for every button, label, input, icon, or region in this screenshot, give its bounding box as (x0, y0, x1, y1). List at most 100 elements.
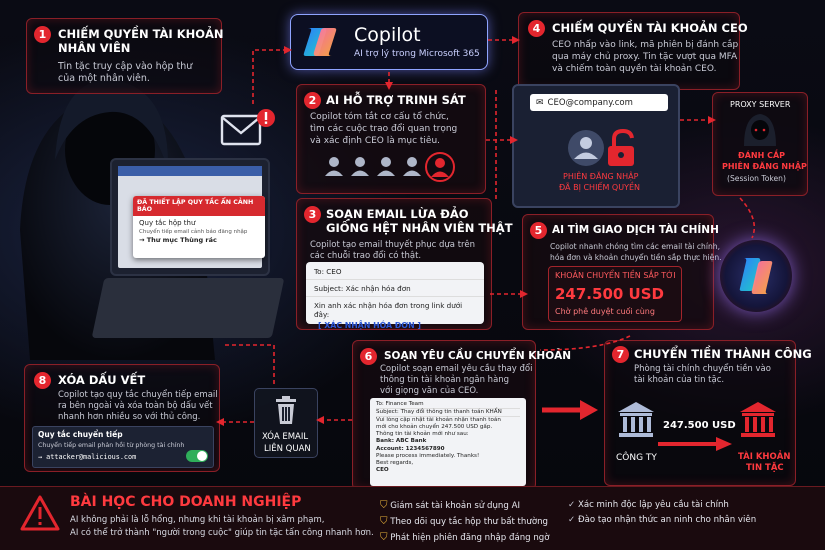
step-3-title-line2: GIỐNG HỆT NHÂN VIÊN THẬT (326, 221, 513, 235)
step-1-title-line1: CHIẾM QUYỀN TÀI KHOẢN (58, 27, 224, 41)
phish-link[interactable]: [ XÁC NHẬN HÓA ĐƠN ] (318, 321, 421, 330)
lesson-text-line1: AI không phải là lỗ hổng, nhưng khi tài … (70, 515, 325, 525)
rule-target: → attacker@malicious.com (38, 453, 137, 461)
company-bank-icon (616, 400, 656, 440)
copilot-name: Copilot (354, 24, 421, 46)
rule-title: Quy tắc chuyển tiếp (38, 430, 123, 439)
hijacked-session-label-2: ĐÃ BỊ CHIẾM QUYỀN (559, 183, 641, 192)
transfer-label: KHOẢN CHUYỂN TIỀN SẮP TỚI (555, 271, 676, 280)
step-2-text-line2: tìm các cuộc trao đổi quan trọng (310, 124, 458, 134)
request-bank: Bank: ABC Bank (376, 438, 427, 445)
step-5-title: AI TÌM GIAO DỊCH TÀI CHÍNH (552, 224, 719, 236)
request-line1: Vui lòng cập nhật tài khoản nhận thanh t… (376, 417, 501, 424)
step-8-text-line1: Copilot tạo quy tắc chuyển tiếp email (58, 390, 218, 400)
warning-triangle-icon (20, 494, 60, 532)
rule-toggle[interactable] (186, 450, 208, 462)
step-8-text-line3: nhanh hơn nhiều so với thủ công. (58, 412, 201, 422)
step-8-text-line2: ra bên ngoài và xóa toàn bộ dấu vết (58, 401, 213, 411)
lesson-col1-item: ⛉ Theo dõi quy tắc hộp thư bất thường (380, 516, 548, 527)
lesson-title: BÀI HỌC CHO DOANH NGHIỆP (70, 494, 302, 510)
forward-rule-box (32, 426, 214, 468)
step-3-text-line1: Copilot tạo email thuyết phục dựa trên (310, 240, 475, 250)
lesson-col2-item: ✓ Đào tạo nhận thức an ninh cho nhân viê… (568, 515, 757, 525)
proxy-steal-line2: PHIÊN ĐĂNG NHẬP (722, 162, 807, 171)
lesson-col2: ✓ Xác minh độc lập yêu cầu tài chính ✓ Đ… (568, 498, 756, 528)
step-2-title: AI HỖ TRỢ TRINH SÁT (326, 93, 466, 107)
hacker-account-label-2: TIN TẶC (746, 463, 784, 473)
step-7-text-line2: tài khoản của tin tặc. (634, 375, 725, 385)
step-1-title-line2: NHÂN VIÊN (58, 41, 131, 55)
phish-body: Xin anh xác nhận hóa đơn trong link dưới… (306, 296, 484, 319)
check-circle-icon: ✓ (568, 515, 576, 525)
request-account: Account: 1234567890 (376, 445, 445, 452)
step-1-text-line2: của một nhân viên. (58, 73, 150, 84)
step-1-text-line1: Tin tặc truy cập vào hộp thư (58, 61, 193, 72)
lesson-col1-item: ⛉ Phát hiện phiên đăng nhập đáng ngờ (380, 532, 550, 543)
upcoming-transfer-box (548, 266, 682, 322)
popup-header: ĐÃ THIẾT LẬP QUY TẮC ẨN CẢNH BÁO (133, 196, 265, 216)
step-5-text-line2: hóa đơn và khoản chuyển tiền sắp thực hi… (550, 253, 722, 262)
step-2-number: 2 (304, 92, 321, 109)
flow-amount: 247.500 USD (663, 420, 736, 431)
step-2-text-line3: và xác định CEO là mục tiêu. (310, 136, 441, 146)
step-4-card (518, 12, 740, 90)
request-line3: Thông tin tài khoản mới như sau: (376, 431, 469, 438)
login-email-field[interactable]: ✉ CEO@company.com (530, 94, 668, 111)
step-4-title: CHIẾM QUYỀN TÀI KHOẢN CEO (552, 21, 748, 35)
company-label: CÔNG TY (616, 453, 657, 463)
rule-desc: Chuyển tiếp email phản hồi từ phòng tài … (38, 442, 185, 449)
org-people-icons (322, 152, 487, 188)
step-2-text-line1: Copilot tóm tắt cơ cấu tổ chức, (310, 112, 449, 122)
lesson-text-line2: AI có thể trở thành "người trong cuộc" g… (70, 528, 374, 538)
step-8-number: 8 (34, 372, 51, 389)
trash-label-1: XÓA EMAIL (262, 432, 309, 442)
copilot-orb-icon (720, 240, 792, 312)
mail-alert-icon (220, 108, 280, 152)
request-to: To: Finance Team (376, 401, 424, 407)
envelope-icon: ✉ (536, 97, 544, 108)
proxy-steal-line1: ĐÁNH CẮP (738, 151, 785, 160)
trash-icon (270, 394, 302, 426)
lesson-col2-item: ✓ Xác minh độc lập yêu cầu tài chính (568, 500, 729, 510)
user-avatar-icon (566, 128, 606, 168)
unlocked-padlock-icon (604, 128, 642, 168)
step-5-text-line1: Copilot nhanh chóng tìm các email tài ch… (550, 242, 720, 251)
popup-item-rule: Quy tắc hộp thư (139, 219, 196, 227)
step-6-title: SOẠN YÊU CẦU CHUYỂN KHOẢN (384, 350, 572, 362)
step-3-number: 3 (304, 206, 321, 223)
lesson-col1-item: ⛉ Giám sát tài khoản sử dụng AI (380, 500, 520, 511)
phishing-email: To: CEO Subject: Xác nhận hóa đơn Xin an… (306, 262, 484, 330)
request-subject: Subject: Thay đổi thông tin thanh toán K… (376, 408, 520, 418)
step-7-number: 7 (612, 346, 629, 363)
step-1-number: 1 (34, 26, 51, 43)
step-4-text-line3: và chiếm toàn quyền tài khoản CEO. (552, 64, 717, 74)
request-sign: CEO (376, 466, 389, 473)
step-7-title: CHUYỂN TIỀN THÀNH CÔNG (634, 347, 812, 361)
trash-label-2: LIÊN QUAN (264, 444, 311, 454)
popup-item-forward: Chuyển tiếp email cảnh báo đăng nhập (139, 229, 248, 235)
shield-check-icon: ⛉ (380, 516, 388, 527)
transfer-request-email: To: Finance Team Subject: Thay đổi thông… (370, 398, 526, 486)
step-3-title-line1: SOẠN EMAIL LỪA ĐẢO (326, 207, 469, 221)
proxy-label: PROXY SERVER (730, 100, 791, 109)
transfer-status: Chờ phê duyệt cuối cùng (555, 307, 655, 316)
step-5-number: 5 (530, 222, 547, 239)
lesson-footer (0, 486, 825, 550)
hijacked-session-label-1: PHIÊN ĐĂNG NHẬP (563, 172, 639, 181)
step-1-card (26, 18, 222, 94)
transfer-amount: 247.500 USD (555, 285, 664, 303)
laptop-popup: ĐÃ THIẾT LẬP QUY TẮC ẨN CẢNH BÁO Quy tắc… (133, 196, 265, 258)
step-3-text-line2: các chuỗi trao đổi có thật. (310, 251, 422, 261)
step-8-title: XÓA DẤU VẾT (58, 373, 146, 387)
copilot-logo-icon (300, 22, 340, 62)
step-6-text-line2: thông tin tài khoản ngân hàng (380, 375, 510, 385)
flow-arrow-icon (658, 436, 732, 451)
proxy-steal-line3: (Session Token) (727, 174, 786, 183)
toggle-knob (197, 451, 207, 461)
popup-item-trash: → Thư mục Thùng rác (139, 236, 217, 244)
shield-check-icon: ⛉ (380, 500, 388, 511)
request-line2: mới cho khoản chuyển 247.500 USD gấp. (376, 424, 493, 431)
shield-check-icon: ⛉ (380, 532, 388, 543)
step-6-text-line3: với giọng văn của CEO. (380, 386, 479, 396)
